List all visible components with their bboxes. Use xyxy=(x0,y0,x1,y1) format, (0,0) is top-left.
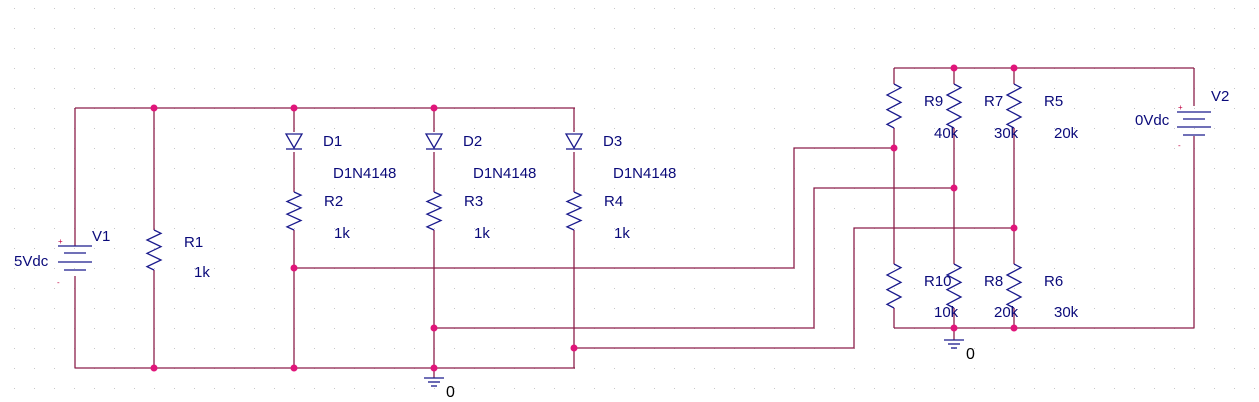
r10-ref-label: R10 xyxy=(924,273,952,290)
r2-value-label: 1k xyxy=(334,225,350,242)
ground-right-label: 0 xyxy=(966,346,975,363)
ground-left-label: 0 xyxy=(446,384,455,401)
voltage-source-v1[interactable]: + - V1 5Vdc xyxy=(14,228,110,287)
diode-d1[interactable]: D1 D1N4148 xyxy=(284,133,396,182)
r9-value-label: 40k xyxy=(934,125,959,142)
junction-dot xyxy=(1010,324,1018,332)
ground-right[interactable]: 0 xyxy=(944,339,975,363)
resistor-r8[interactable]: R8 20k xyxy=(984,263,1023,321)
d3-model-label: D1N4148 xyxy=(613,165,676,182)
junction-dot xyxy=(290,104,298,112)
d1-model-label: D1N4148 xyxy=(333,165,396,182)
r6-value-label: 30k xyxy=(1054,304,1079,321)
junction-dot xyxy=(1010,224,1018,232)
v2-value-label: 0Vdc xyxy=(1135,112,1170,129)
resistor-r1[interactable]: R1 1k xyxy=(145,229,210,281)
junction-dot xyxy=(570,344,578,352)
r7-value-label: 30k xyxy=(994,125,1019,142)
junction-dot xyxy=(950,324,958,332)
junction-dot xyxy=(1010,64,1018,72)
v1-value-label: 5Vdc xyxy=(14,253,49,270)
junction-dot xyxy=(150,364,158,372)
r3-ref-label: R3 xyxy=(464,193,483,210)
r9-ref-label: R9 xyxy=(924,93,943,110)
junction-dot xyxy=(430,324,438,332)
voltage-source-v2[interactable]: + - V2 0Vdc xyxy=(1135,88,1229,150)
wires xyxy=(74,67,1195,378)
r4-value-label: 1k xyxy=(614,225,630,242)
r8-value-label: 20k xyxy=(994,304,1019,321)
diode-d2[interactable]: D2 D1N4148 xyxy=(424,133,536,182)
resistor-r9[interactable]: R9 40k xyxy=(924,83,963,142)
resistor-r9-left[interactable] xyxy=(885,83,903,129)
junction-dot xyxy=(890,144,898,152)
junction-dot xyxy=(430,104,438,112)
r2-ref-label: R2 xyxy=(324,193,343,210)
v1-ref-label: V1 xyxy=(92,228,110,245)
resistor-r2[interactable]: R2 1k xyxy=(285,191,350,242)
diode-d3[interactable]: D3 D1N4148 xyxy=(564,133,676,182)
d1-ref-label: D1 xyxy=(323,133,342,150)
junctions xyxy=(150,64,1018,372)
r10-value-label: 10k xyxy=(934,304,959,321)
v2-minus-sign: - xyxy=(1178,141,1181,150)
r4-ref-label: R4 xyxy=(604,193,623,210)
r5-value-label: 20k xyxy=(1054,125,1079,142)
d2-model-label: D1N4148 xyxy=(473,165,536,182)
r1-value-label: 1k xyxy=(194,264,210,281)
v1-plus-sign: + xyxy=(58,237,63,246)
junction-dot xyxy=(290,364,298,372)
junction-dot xyxy=(430,364,438,372)
junction-dot xyxy=(950,184,958,192)
grid-dots xyxy=(14,8,1255,389)
ground-left[interactable]: 0 xyxy=(424,377,455,401)
resistor-r10[interactable]: R10 10k xyxy=(924,263,963,321)
junction-dot xyxy=(150,104,158,112)
d2-ref-label: D2 xyxy=(463,133,482,150)
d3-ref-label: D3 xyxy=(603,133,622,150)
r1-ref-label: R1 xyxy=(184,234,203,251)
resistor-r3[interactable]: R3 1k xyxy=(425,191,490,242)
v2-ref-label: V2 xyxy=(1211,88,1229,105)
r5-ref-label: R5 xyxy=(1044,93,1063,110)
v1-minus-sign: - xyxy=(57,278,60,287)
junction-dot xyxy=(290,264,298,272)
r6-ref-label: R6 xyxy=(1044,273,1063,290)
r8-ref-label: R8 xyxy=(984,273,1003,290)
r3-value-label: 1k xyxy=(474,225,490,242)
resistor-r7[interactable]: R7 30k xyxy=(984,83,1023,142)
resistor-r5: R5 20k xyxy=(1044,93,1079,142)
resistor-r6: R6 30k xyxy=(1044,273,1079,321)
resistor-r4[interactable]: R4 1k xyxy=(565,191,630,242)
v2-plus-sign: + xyxy=(1178,103,1183,112)
r7-ref-label: R7 xyxy=(984,93,1003,110)
resistor-r10-left[interactable] xyxy=(885,263,903,309)
junction-dot xyxy=(950,64,958,72)
